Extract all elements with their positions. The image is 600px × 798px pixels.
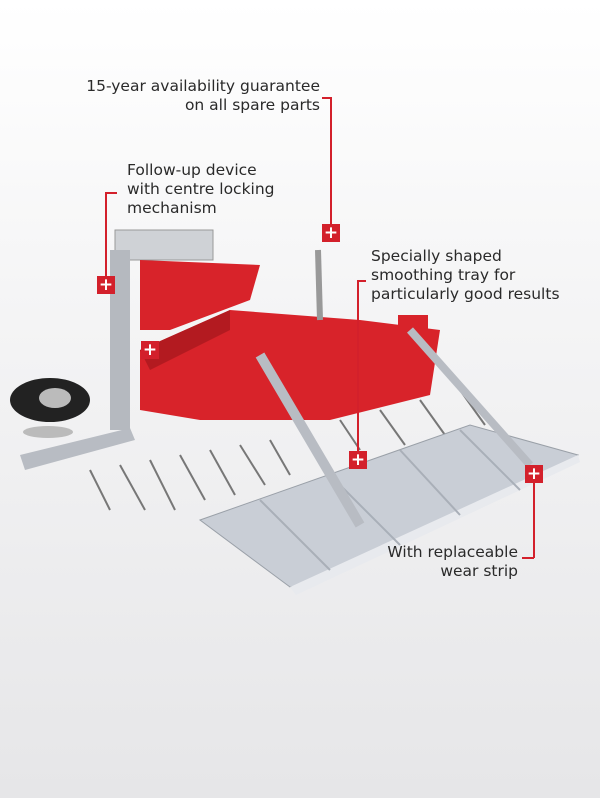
- hotspot-marker-wear-strip[interactable]: +: [525, 464, 543, 484]
- leader-line: [322, 97, 331, 99]
- annotation-line: smoothing tray for: [371, 266, 516, 284]
- leader-line: [357, 280, 366, 282]
- annotation-line: 15-year availability guarantee: [86, 77, 320, 95]
- annotation-line: Specially shaped: [371, 247, 502, 265]
- annotation-line: mechanism: [127, 199, 217, 217]
- annotation-line: Follow-up device: [127, 161, 257, 179]
- annotation-line: with centre locking: [127, 180, 275, 198]
- annotation-line: wear strip: [440, 562, 518, 580]
- hotspot-marker-follow-up-device[interactable]: +: [97, 275, 115, 295]
- annotation-line: particularly good results: [371, 285, 560, 303]
- leader-line: [105, 192, 117, 194]
- annotation-wear-strip: With replaceable wear strip: [387, 543, 518, 581]
- hotspot-marker-spare-parts[interactable]: +: [322, 223, 340, 243]
- hotspot-marker-smoothing-tray[interactable]: +: [349, 450, 367, 470]
- leader-line: [522, 557, 534, 559]
- annotation-smoothing-tray: Specially shaped smoothing tray for part…: [371, 247, 560, 304]
- annotation-follow-up-device: Follow-up device with centre locking mec…: [127, 161, 275, 218]
- annotation-spare-parts: 15-year availability guarantee on all sp…: [86, 77, 320, 115]
- annotation-line: With replaceable: [387, 543, 518, 561]
- leader-line: [533, 483, 535, 558]
- hotspot-marker[interactable]: +: [141, 340, 159, 360]
- leader-line: [357, 280, 359, 452]
- leader-line: [330, 97, 332, 225]
- annotation-line: on all spare parts: [184, 96, 320, 114]
- leader-line: [105, 192, 107, 277]
